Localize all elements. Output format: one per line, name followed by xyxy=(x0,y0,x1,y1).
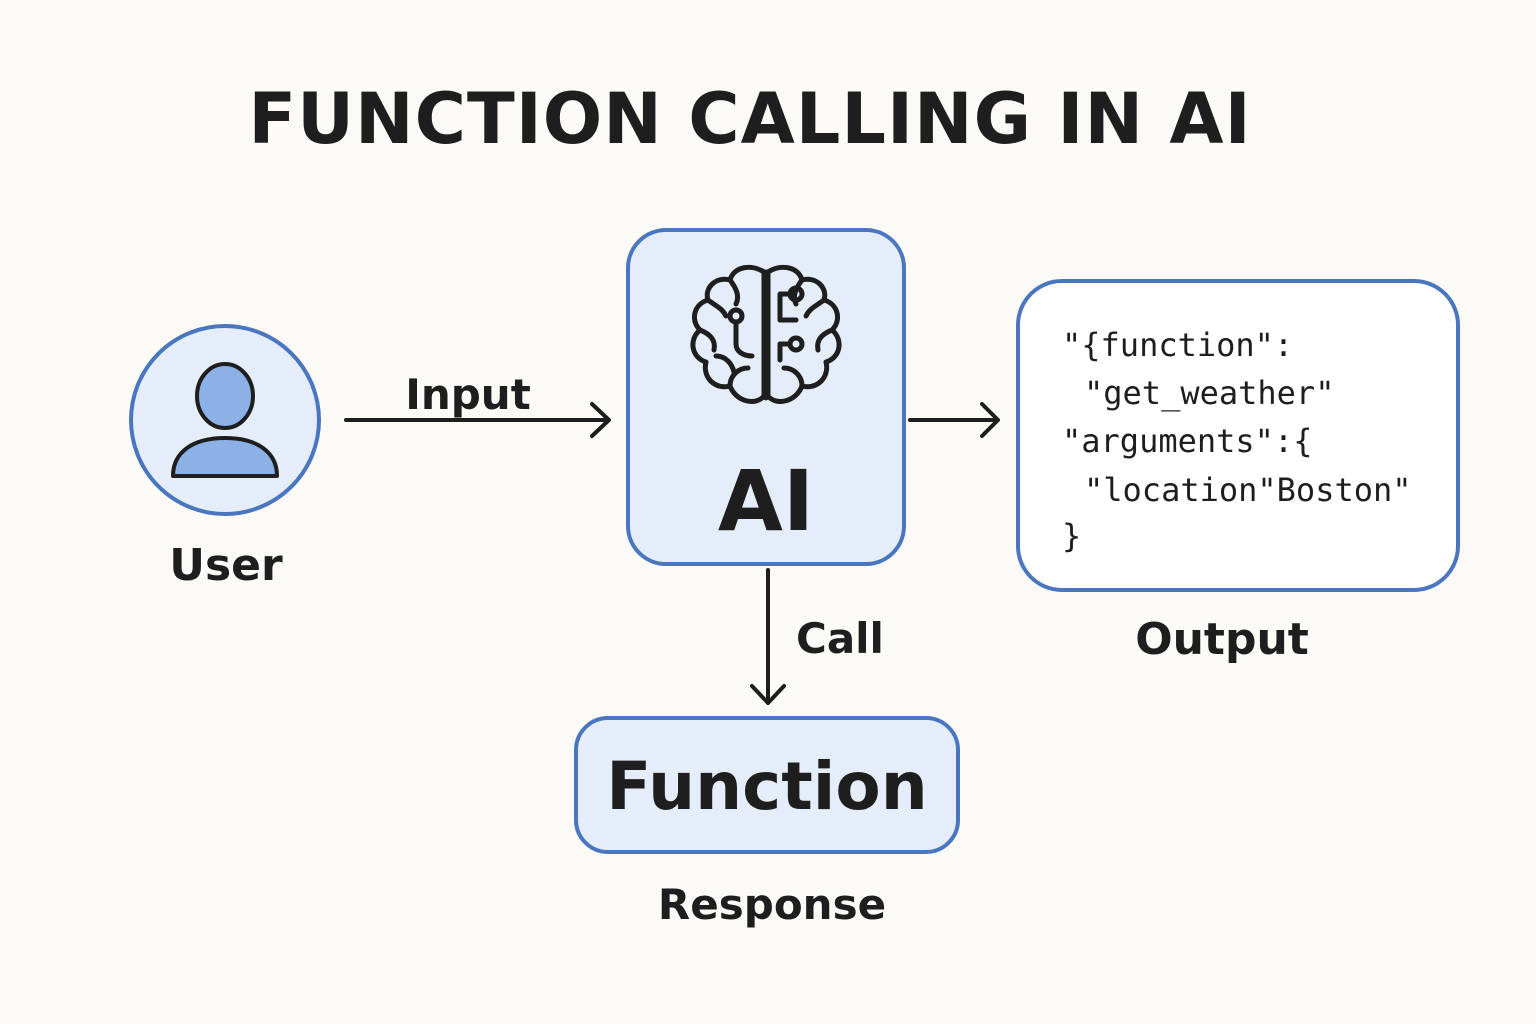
code-line: "get_weather" xyxy=(1084,374,1335,412)
input-arrow xyxy=(344,402,611,438)
input-edge-label: Input xyxy=(405,370,531,419)
output-label: Output xyxy=(1135,614,1309,665)
call-arrow xyxy=(750,568,786,705)
brain-circuit-icon xyxy=(690,264,842,404)
diagram-title: FUNCTION CALLING IN AI xyxy=(248,78,1252,160)
function-label: Function xyxy=(606,748,928,825)
output-arrow xyxy=(908,402,1000,438)
output-node xyxy=(1016,279,1460,592)
user-node xyxy=(129,324,321,516)
code-line: "arguments":{ xyxy=(1062,422,1313,460)
code-line: "{function": xyxy=(1062,326,1294,364)
call-edge-label: Call xyxy=(796,614,884,663)
function-node xyxy=(574,716,960,854)
ai-text-wrap: AI xyxy=(626,0,906,1024)
response-label: Response xyxy=(657,880,887,929)
code-line: } xyxy=(1062,517,1082,555)
user-label: User xyxy=(169,540,283,591)
ai-label: AI xyxy=(717,452,815,550)
code-line: "location"Boston" xyxy=(1084,471,1412,509)
user-icon xyxy=(171,362,279,478)
function-text-wrap: Function xyxy=(574,0,960,1024)
